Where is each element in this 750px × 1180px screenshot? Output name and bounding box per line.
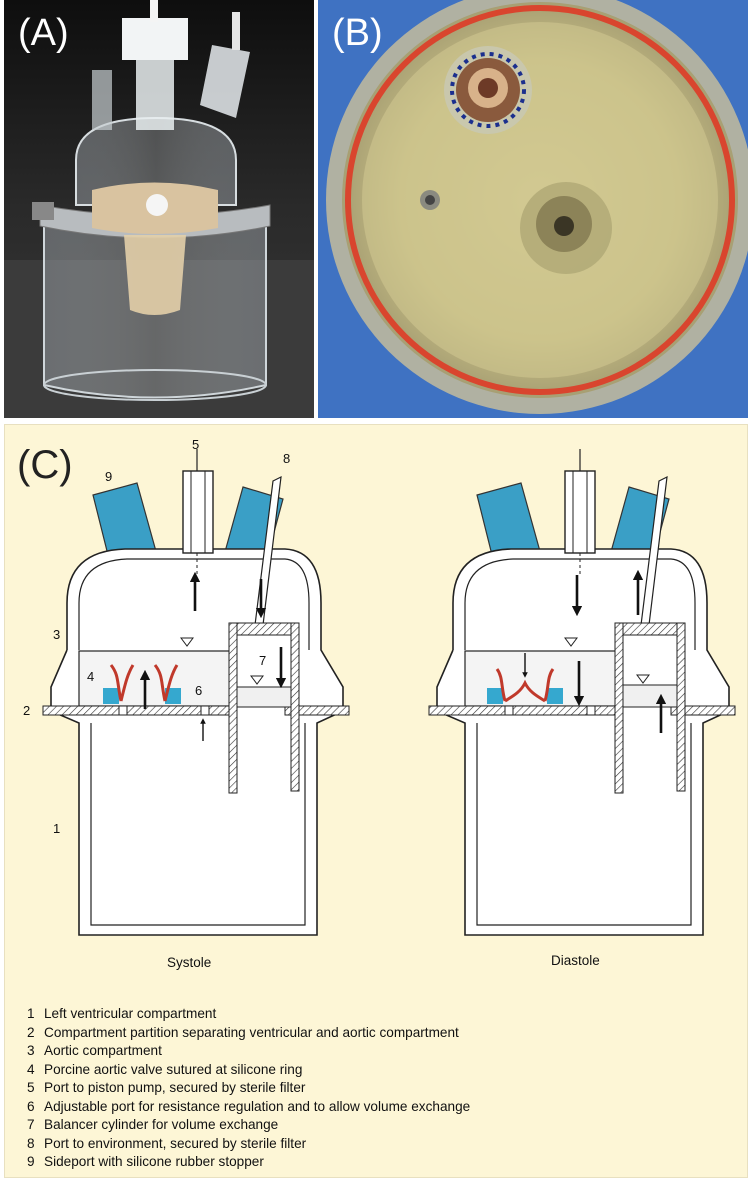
systole-diagram	[42, 449, 350, 936]
bioreactor-top-view-photo	[318, 0, 748, 418]
caption-systole: Systole	[167, 955, 212, 970]
callout-5: 5	[192, 437, 199, 452]
panel-label-b: (B)	[332, 12, 383, 54]
callout-6: 6	[195, 683, 202, 698]
callout-9: 9	[105, 469, 112, 484]
panel-label-c: (C)	[17, 443, 73, 487]
diastole-diagram	[428, 449, 736, 936]
callout-3: 3	[53, 627, 60, 642]
caption-diastole: Diastole	[551, 953, 600, 968]
callout-1: 1	[53, 821, 60, 836]
photo-panel-b: (B)	[318, 0, 748, 418]
callout-8: 8	[283, 451, 290, 466]
bioreactor-photo	[4, 0, 314, 418]
photo-panel-a: (A)	[4, 0, 314, 418]
schematic-panel-c: 9 5 8 3 4 7 6 2 1 (C) Systole Diastole 1…	[4, 424, 748, 1178]
callout-4: 4	[87, 669, 94, 684]
bioreactor-schematic: 9 5 8 3 4 7 6 2 1	[23, 437, 736, 936]
callout-2: 2	[23, 703, 30, 718]
panel-label-a: (A)	[18, 12, 69, 54]
callout-7: 7	[259, 653, 266, 668]
